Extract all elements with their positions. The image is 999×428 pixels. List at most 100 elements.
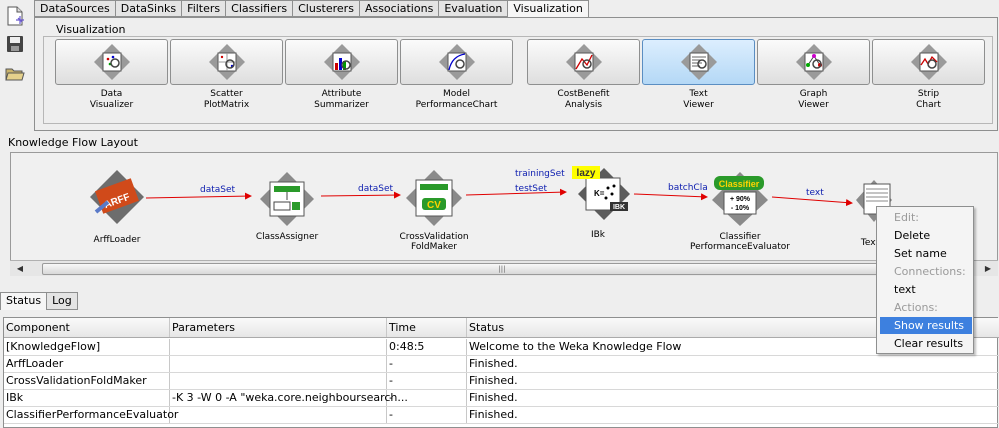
ibk-badge-text: IBK bbox=[613, 204, 625, 211]
textviewer-context-menu: Edit: Delete Set name Connections: text … bbox=[876, 206, 974, 354]
scroll-thumb[interactable]: ||| bbox=[42, 263, 962, 275]
lazy-badge-text: lazy bbox=[577, 168, 596, 179]
arffloader-node[interactable]: ARFF bbox=[88, 168, 146, 226]
tool-label-line1: Strip bbox=[917, 89, 940, 99]
parameters-cell bbox=[170, 373, 387, 389]
ibk-k-text: K= bbox=[594, 189, 605, 198]
classifier-badge-text: Classifier bbox=[719, 179, 760, 189]
menu-item-clear-results[interactable]: Clear results bbox=[894, 337, 964, 350]
parameters-cell bbox=[170, 356, 387, 372]
classassigner-node[interactable] bbox=[258, 170, 316, 228]
tool-label-line2: Analysis bbox=[564, 100, 603, 110]
table-row[interactable]: [KnowledgeFlow] 0:48:5 Welcome to the We… bbox=[4, 339, 999, 356]
menu-header-edit: Edit: bbox=[894, 211, 920, 224]
menu-item-show-results[interactable]: Show results bbox=[880, 317, 972, 334]
component-cell: ClassifierPerformanceEvaluator bbox=[6, 407, 179, 423]
graph-viewer-icon bbox=[796, 44, 832, 80]
text-viewer-button[interactable] bbox=[642, 39, 755, 85]
column-header-component[interactable]: Component bbox=[4, 318, 170, 337]
tab-status[interactable]: Status bbox=[0, 292, 48, 310]
menu-item-delete[interactable]: Delete bbox=[894, 229, 931, 242]
text-viewer-icon bbox=[681, 44, 717, 80]
graph-viewer-button[interactable] bbox=[757, 39, 870, 85]
flow-layout-canvas[interactable] bbox=[10, 152, 998, 276]
tab-associations[interactable]: Associations bbox=[359, 0, 440, 17]
tool-label-line1: Data bbox=[100, 89, 123, 99]
node-label-line2: FoldMaker bbox=[411, 242, 457, 252]
tab-datasources[interactable]: DataSources bbox=[34, 0, 116, 17]
time-cell: - bbox=[387, 373, 467, 389]
new-flow-button[interactable] bbox=[3, 4, 27, 28]
textviewer-label: Text bbox=[860, 238, 880, 248]
crossvalidation-foldmaker-label: CrossValidation FoldMaker bbox=[386, 232, 482, 252]
tab-visualization[interactable]: Visualization bbox=[508, 0, 589, 18]
tool-label-line1: CostBenefit bbox=[557, 89, 610, 99]
menu-item-text-connection[interactable]: text bbox=[894, 283, 916, 296]
tab-log[interactable]: Log bbox=[47, 292, 78, 310]
tool-label-line1: Text bbox=[689, 89, 708, 99]
table-row[interactable]: CrossValidationFoldMaker - Finished. bbox=[4, 373, 999, 390]
status-cell: Finished. bbox=[469, 391, 518, 404]
evaluator-pct-minus: - 10% bbox=[731, 205, 750, 212]
tool-label-line2: Viewer bbox=[798, 100, 829, 110]
tool-label-line2: PlotMatrix bbox=[203, 100, 250, 110]
connection-label-dataset-1: dataSet bbox=[200, 185, 236, 195]
component-cell: CrossValidationFoldMaker bbox=[4, 373, 170, 389]
data-visualizer-button[interactable] bbox=[55, 39, 168, 85]
visualization-group bbox=[43, 36, 993, 124]
model-performancechart-button[interactable] bbox=[400, 39, 513, 85]
connection-label-trainingset: trainingSet bbox=[515, 169, 565, 179]
open-flow-button[interactable] bbox=[3, 62, 27, 86]
ibk-node[interactable]: lazy K= IBK bbox=[570, 164, 634, 224]
parameters-cell: -K 3 -W 0 -A "weka.core.neighboursearch.… bbox=[172, 390, 408, 406]
status-cell: Finished. bbox=[469, 357, 518, 370]
classassigner-label: ClassAssigner bbox=[255, 232, 319, 242]
save-disk-icon bbox=[7, 36, 23, 52]
save-flow-button[interactable] bbox=[3, 32, 27, 56]
column-header-parameters[interactable]: Parameters bbox=[170, 318, 387, 337]
connection-label-testset: testSet bbox=[515, 184, 548, 194]
connection-arrow bbox=[771, 196, 853, 207]
layout-horizontal-scrollbar[interactable]: ◀ ||| ▶ bbox=[10, 260, 998, 276]
tab-evaluation[interactable]: Evaluation bbox=[439, 0, 509, 17]
menu-item-set-name[interactable]: Set name bbox=[894, 247, 947, 260]
scroll-left-arrow[interactable]: ◀ bbox=[16, 264, 24, 273]
component-cell: [KnowledgeFlow] bbox=[4, 339, 170, 355]
column-header-status[interactable]: Status bbox=[469, 321, 505, 334]
crossvalidation-foldmaker-node[interactable]: CV bbox=[404, 168, 464, 228]
scatter-plotmatrix-icon bbox=[209, 44, 245, 80]
strip-chart-icon bbox=[911, 44, 947, 80]
table-row[interactable]: ClassifierPerformanceEvaluator - Finishe… bbox=[4, 407, 999, 424]
tool-label-line2: Viewer bbox=[683, 100, 714, 110]
table-row[interactable]: ArffLoader - Finished. bbox=[4, 356, 999, 373]
costbenefit-analysis-button[interactable] bbox=[527, 39, 640, 85]
status-cell: Welcome to the Weka Knowledge Flow bbox=[469, 340, 682, 353]
tab-datasinks[interactable]: DataSinks bbox=[115, 0, 183, 17]
component-cell: IBk bbox=[4, 390, 170, 406]
table-header: Component Parameters Time Status bbox=[4, 318, 999, 338]
classifier-performance-evaluator-node[interactable]: Classifier + 90% - 10% bbox=[708, 170, 772, 228]
strip-chart-button[interactable] bbox=[872, 39, 985, 85]
column-header-time[interactable]: Time bbox=[387, 318, 467, 337]
connection-label-text: text bbox=[806, 188, 824, 198]
attribute-summarizer-button[interactable] bbox=[285, 39, 398, 85]
arffloader-label: ArffLoader bbox=[93, 235, 141, 245]
tab-filters[interactable]: Filters bbox=[182, 0, 227, 17]
tab-classifiers[interactable]: Classifiers bbox=[226, 0, 294, 17]
table-row[interactable]: IBk -K 3 -W 0 -A "weka.core.neighboursea… bbox=[4, 390, 999, 407]
scatter-plotmatrix-button[interactable] bbox=[170, 39, 283, 85]
new-document-icon bbox=[7, 6, 24, 26]
tab-clusterers[interactable]: Clusterers bbox=[293, 0, 360, 17]
scroll-right-arrow[interactable]: ▶ bbox=[984, 264, 992, 273]
status-table: Component Parameters Time Status [Knowle… bbox=[3, 317, 999, 428]
connection-arrow bbox=[465, 188, 567, 196]
parameters-cell bbox=[170, 407, 387, 423]
